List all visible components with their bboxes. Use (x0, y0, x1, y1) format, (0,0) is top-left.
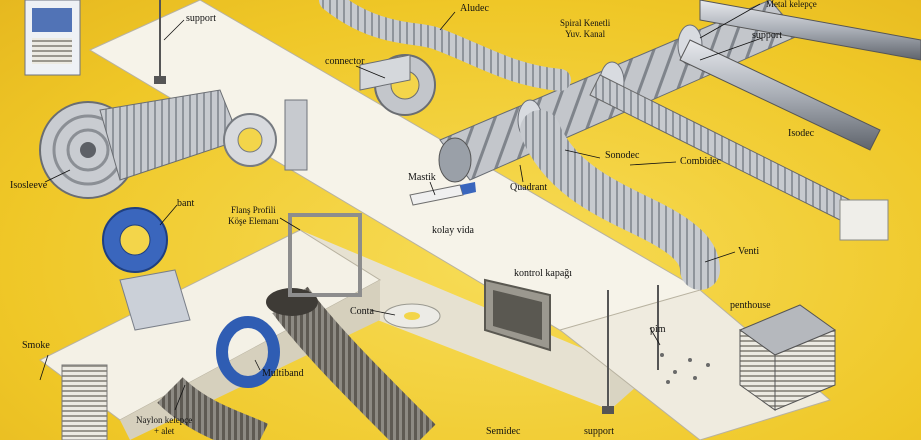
supply-grille (61, 364, 108, 440)
label-support-top-right: support (752, 30, 782, 41)
label-kolay-vida: kolay vida (432, 225, 474, 236)
label-connector: connector (325, 56, 365, 67)
label-bant: bant (177, 198, 195, 209)
label-semidec: Semidec (486, 426, 521, 437)
main-duct-lower (300, 230, 610, 410)
label-isosleeve: Isosleeve (10, 180, 48, 191)
label-kontrol-kapagi: kontrol kapağı (514, 268, 573, 279)
label-multiband: Multiband (262, 368, 304, 379)
label-penthouse: penthouse (730, 300, 771, 311)
label-conta: Conta (350, 306, 374, 317)
label-mastik: Mastik (408, 172, 436, 183)
label-flans-profili: Flanş Profili Köşe Elemanı (228, 205, 279, 226)
label-aludec: Aludec (460, 3, 489, 14)
flange-frame (288, 213, 362, 297)
pim-pins (660, 353, 710, 384)
label-combidec: Combidec (680, 156, 722, 167)
label-naylon-kelepce: Naylon kelepçe + alet (136, 415, 193, 436)
isodec-pipe (679, 39, 881, 151)
label-support-top-left: support (186, 13, 216, 24)
penthouse-side (774, 329, 836, 411)
metal-pipe-top (699, 0, 921, 61)
aludec-flex (319, 0, 571, 91)
combidec-end-box (839, 199, 889, 241)
leader-lines (39, 3, 763, 411)
label-sonodec: Sonodec (605, 150, 640, 161)
label-quadrant: Quadrant (510, 182, 548, 193)
label-smoke: Smoke (22, 340, 50, 351)
sonodec-flex (520, 110, 720, 290)
label-support-bottom: support (584, 426, 614, 437)
spiral-duct-end (438, 137, 472, 183)
multiband-ring (216, 316, 280, 388)
label-pim: pim (650, 324, 666, 335)
label-spiral-kenetli: Spiral Kenetli Yuv. Kanal (560, 18, 611, 39)
isosleeve-tube (99, 89, 241, 181)
right-duct (558, 289, 832, 440)
label-metal-kelepce: Metal kelepçe (766, 0, 817, 9)
label-isodec: Isodec (788, 128, 815, 139)
label-venti: Venti (738, 246, 760, 257)
